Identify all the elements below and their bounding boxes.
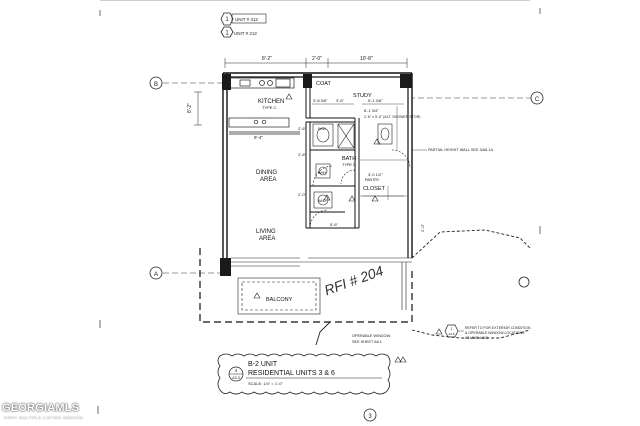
tag-number-2: 1 — [225, 31, 229, 37]
grid-bubble-b: B — [149, 76, 163, 90]
coat-label: COAT — [316, 81, 332, 87]
operable-window-note: OPERABLE WINDOW, — [352, 334, 391, 338]
operable-window-note-2: SEE SHEET A6.1 — [352, 340, 382, 344]
bath-type-label: TYPE G — [342, 163, 356, 167]
shower-note: 2'-6" x 5'-0" (ALT. SHOWER STOR) — [364, 115, 421, 119]
title-block: B-2 UNIT RESIDENTIAL UNITS 3 & 6 SCALE: … — [217, 353, 391, 395]
svg-text:REFER TO FOR EXTERIOR CONDITIO: REFER TO FOR EXTERIOR CONDITION — [465, 326, 531, 330]
tag-unit-note: UNIT # 312 — [235, 17, 258, 22]
dim-right: 2'-0" — [420, 223, 425, 232]
title-line-2: RESIDENTIAL UNITS 3 & 6 — [248, 370, 335, 377]
svg-text:& OPERABLE WINDOW LOCATIONS: & OPERABLE WINDOW LOCATIONS — [465, 331, 525, 335]
interior-dimensions — [312, 103, 404, 197]
structural-columns — [220, 74, 412, 276]
dim-kitchen-depth: 8'-2" — [187, 103, 193, 113]
partial-wall-note: PARTIAL HEIGHT WALL SEE 3/A6.1A — [428, 148, 493, 152]
dining-label: DINING — [256, 170, 277, 176]
dim-island: 9'-4" — [254, 135, 263, 140]
grid-bubble-1 — [518, 276, 530, 288]
title-line-1: B-2 UNIT — [248, 361, 278, 368]
dim-closet: 3'-0 1/2" — [368, 172, 383, 177]
dim-kitchen-width: 8'-2" — [262, 56, 272, 62]
svg-text:C: C — [535, 97, 540, 103]
handwritten-rfi: RFI # 204 — [322, 262, 385, 298]
dim-side-b: 2'-6" — [298, 152, 307, 157]
svg-text:AT UNIT # 312: AT UNIT # 312 — [465, 336, 488, 340]
grid-bubble-3: 3 — [363, 408, 377, 422]
dim-study-b: 6'-1 3/4" — [364, 108, 379, 113]
svg-text:A3.8: A3.8 — [448, 332, 455, 336]
kitchen-type-label: TYPE C — [262, 105, 277, 110]
refer-callout: 1 A3.8 REFER TO FOR EXTERIOR CONDITION &… — [444, 324, 531, 340]
kitchen-counters — [228, 77, 300, 135]
top-reference-callout: 1 UNIT # 312 1 UNIT # 212 — [220, 12, 267, 38]
title-tag-number: 4 — [235, 368, 238, 373]
study-label: STUDY — [353, 93, 372, 99]
svg-text:3: 3 — [368, 414, 372, 420]
bath-label: BATH — [342, 156, 356, 162]
dim-bath-b: 3'-6" — [336, 98, 345, 103]
svg-text:B: B — [154, 82, 158, 88]
balcony-label: BALCONY — [266, 297, 293, 303]
closet-sub-label: PANTRY — [365, 178, 380, 182]
watermark-main: GEORGIAMLS — [2, 402, 80, 414]
living-label-2: AREA — [259, 236, 275, 242]
wd-label: W/D — [318, 126, 326, 131]
balcony-boundary — [199, 248, 413, 323]
svg-text:A: A — [154, 272, 158, 278]
wh-label: W/H — [318, 170, 326, 175]
storefront-windows — [231, 257, 412, 310]
top-dimensions — [224, 58, 408, 68]
exterior-walls — [222, 72, 413, 258]
revision-triangles — [253, 93, 443, 363]
dining-label-2: AREA — [260, 177, 276, 183]
balcony — [237, 277, 321, 315]
dim-study-width: 10'-8" — [360, 56, 373, 62]
dim-coat-width: 2'-0" — [312, 56, 322, 62]
kitchen-label: KITCHEN — [258, 99, 284, 105]
interior-walls — [305, 88, 360, 229]
svg-text:1: 1 — [451, 327, 453, 331]
bath-fixtures — [309, 123, 411, 229]
dim-study-a: 5'-1 3/8" — [368, 98, 383, 103]
grid-lines — [163, 82, 532, 274]
closet-label: CLOSET — [363, 186, 386, 192]
living-label: LIVING — [256, 229, 276, 235]
tag-number: 1 — [225, 17, 229, 23]
tag-unit-ref: UNIT # 212 — [234, 31, 257, 36]
dim-side-c: 2'-0" — [298, 192, 307, 197]
wd2-label: W/D — [318, 198, 326, 203]
dim-bottom: 5'-6" — [330, 222, 339, 227]
grid-bubble-c: C — [530, 91, 544, 105]
sheet-edge-marks — [97, 0, 541, 414]
left-dimension — [194, 91, 202, 126]
title-tag-sheet: A3.3 — [232, 376, 240, 380]
watermark-logo: GEORGIAMLS FIRST MULTIPLE LISTING SERVIC… — [2, 402, 83, 424]
watermark-sub: FIRST MULTIPLE LISTING SERVICE — [4, 415, 84, 420]
rfi-cloud-wedge — [315, 229, 531, 346]
dim-side-a: 2'-6" — [298, 126, 307, 131]
grid-bubble-a: A — [149, 266, 163, 280]
dim-bath-a: 3'-8 5/8" — [313, 98, 328, 103]
title-scale: SCALE: 1/4" = 1'-0" — [248, 381, 283, 386]
